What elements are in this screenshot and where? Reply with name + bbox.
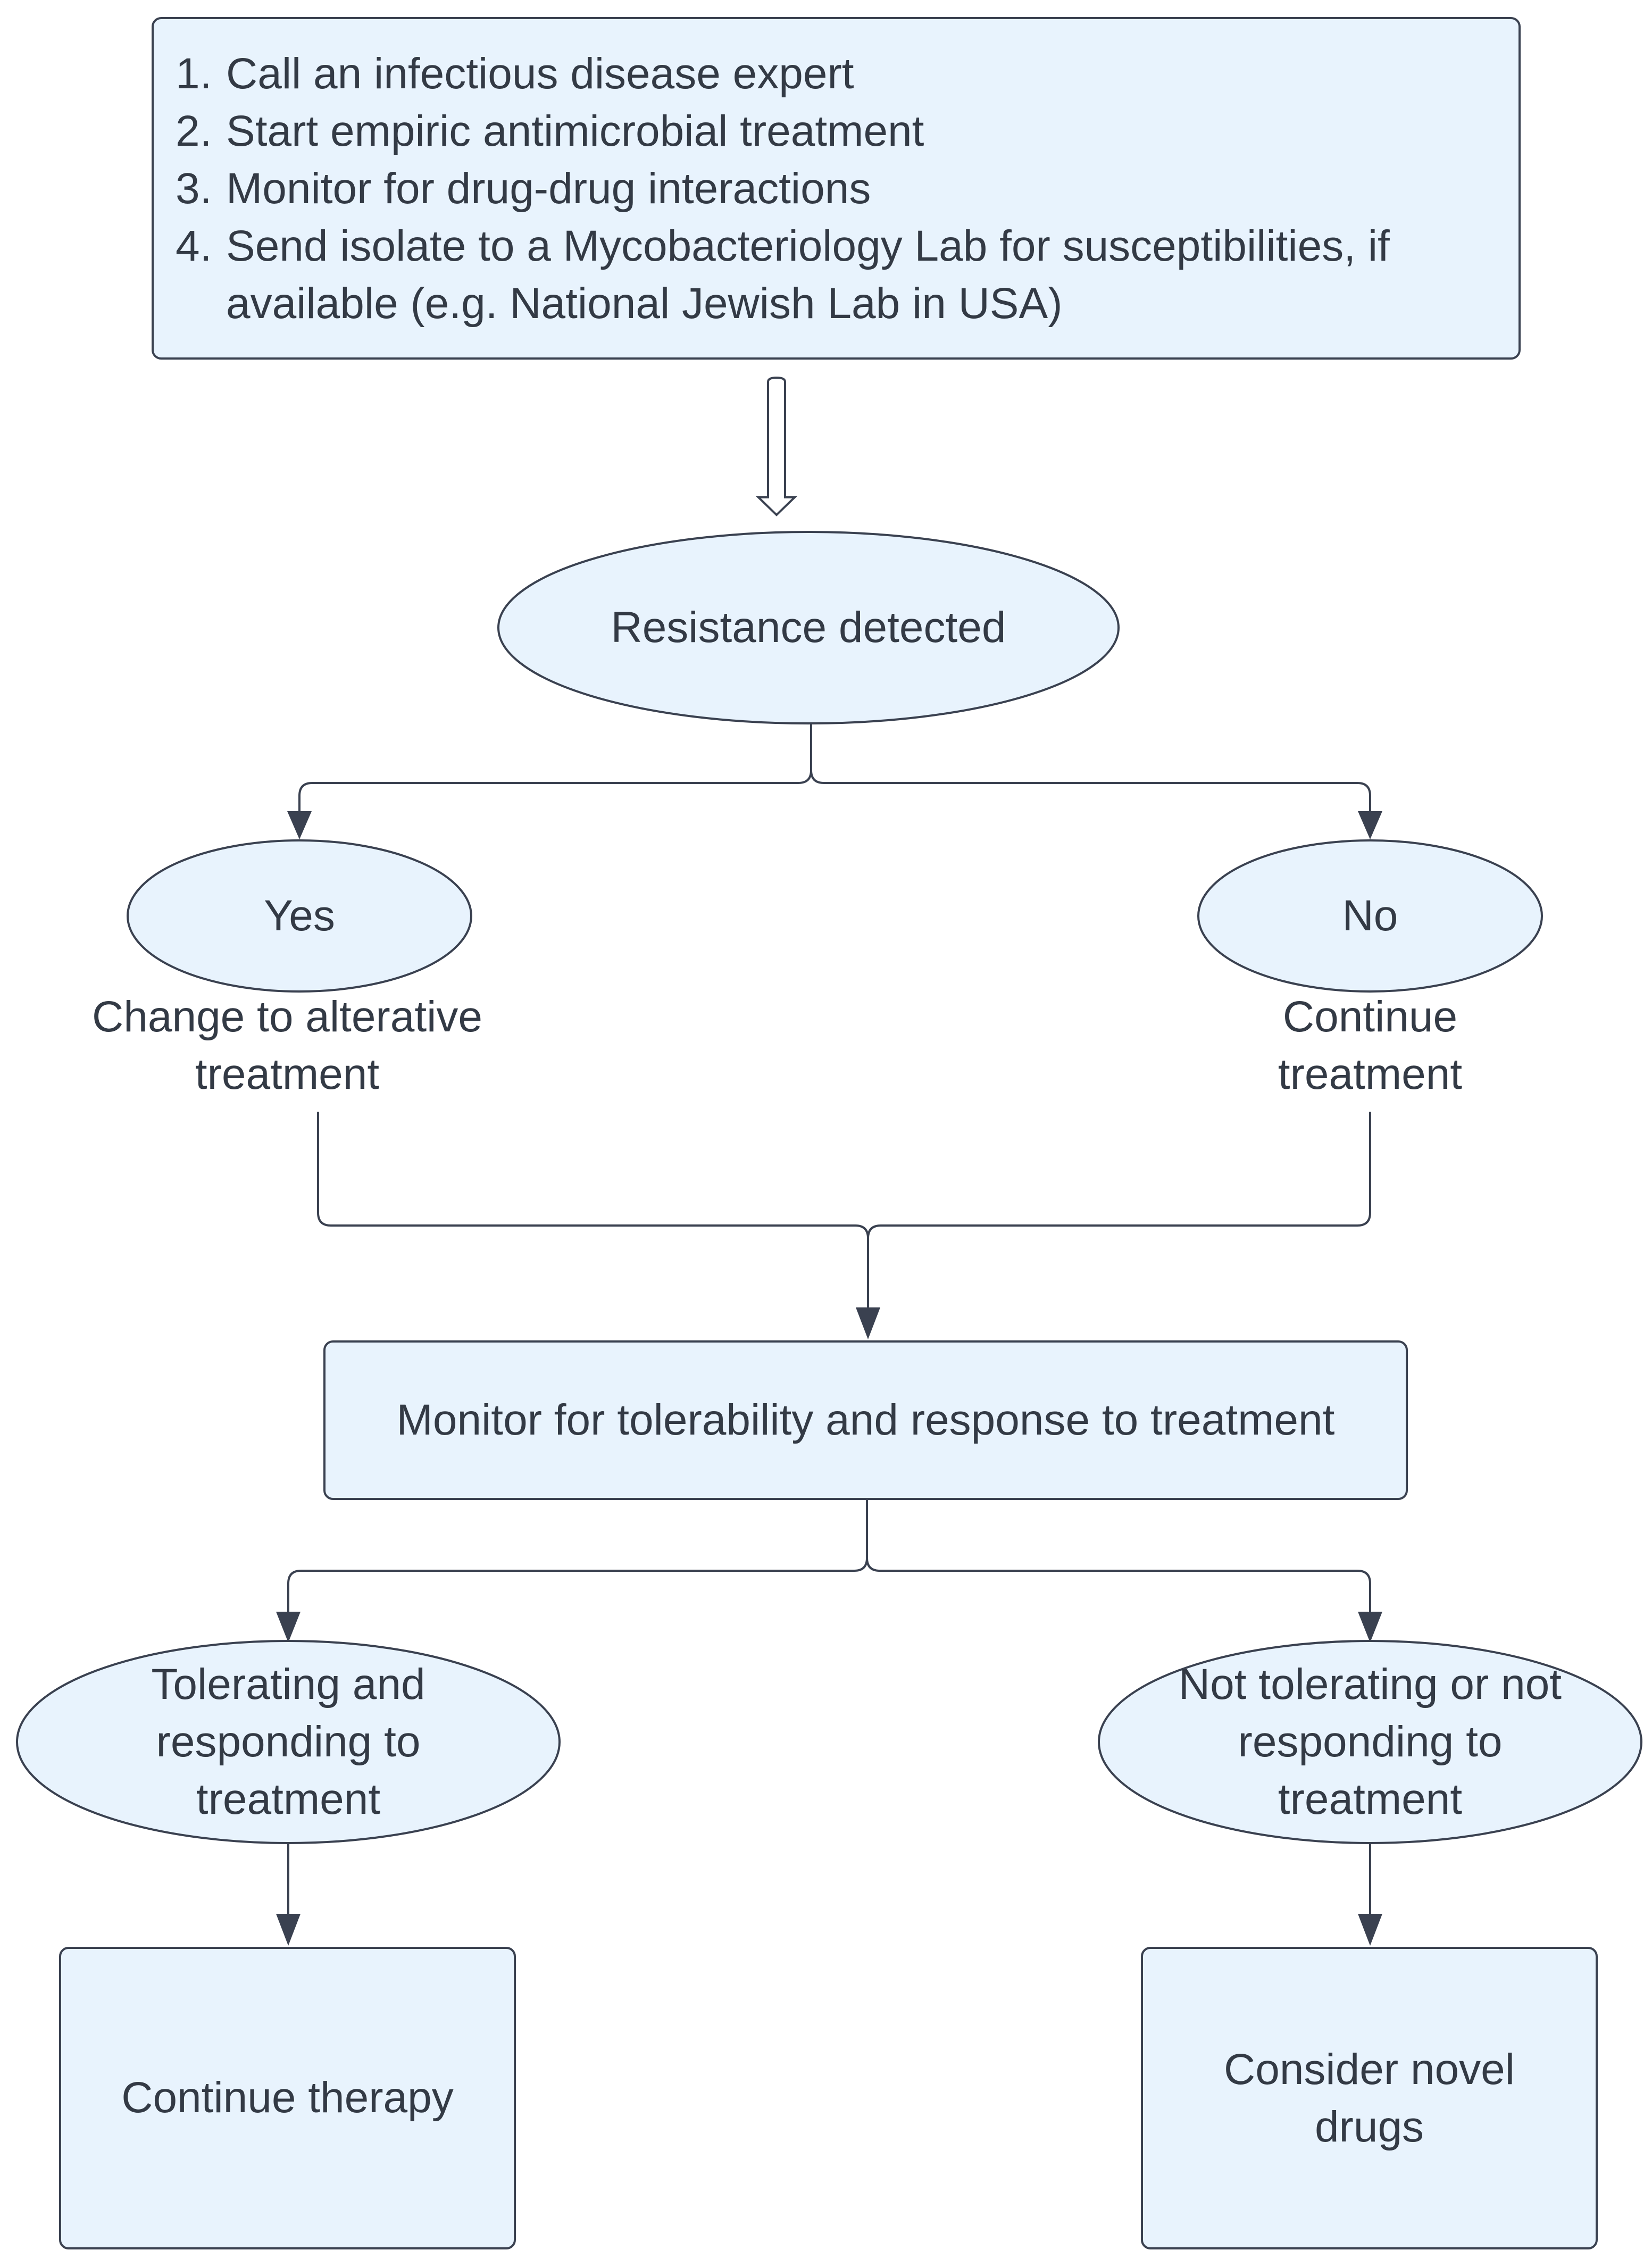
step-item: 2. Start empiric antimicrobial treatment [176, 103, 1479, 160]
arrowhead-to-continue-therapy [276, 1914, 301, 1946]
step-text: Monitor for drug-drug interactions [226, 164, 871, 213]
continue-therapy-label: Continue therapy [121, 2073, 454, 2122]
hollow-down-arrow [756, 376, 797, 516]
step-number: 3. [176, 164, 212, 213]
arrowhead-to-no [1358, 811, 1382, 839]
step-item: 4. Send isolate to a Mycobacteriology Lab… [176, 218, 1492, 332]
monitor-label: Monitor for tolerability and response to… [396, 1395, 1335, 1444]
connector-monitor-split [287, 1499, 1371, 1617]
novel-drugs-label: Consider novel drugs [1224, 2045, 1515, 2151]
step-text: Call an infectious disease expert [226, 49, 854, 98]
arrowhead-to-yes [287, 811, 312, 839]
arrowhead-to-novel-drugs [1358, 1914, 1382, 1946]
connector-merge [317, 1112, 1371, 1314]
step-number: 1. [176, 49, 212, 98]
no-action-text: Continue treatment [1278, 993, 1463, 1098]
step-text: Start empiric antimicrobial treatment [226, 107, 924, 155]
yes-action-text: Change to alterative treatment [92, 993, 482, 1098]
step-item: 1. Call an infectious disease expert [176, 45, 1479, 103]
no-node [1197, 839, 1543, 993]
not-tolerating-label: Not tolerating or not responding to trea… [1178, 1660, 1562, 1823]
yes-label: Yes [264, 891, 335, 940]
connector-resistance-split [298, 723, 1371, 814]
yes-node [127, 839, 472, 993]
steps-list: 1. Call an infectious disease expert 2. St… [176, 45, 1479, 332]
resistance-detected-label: Resistance detected [611, 603, 1006, 652]
step-text: Send isolate to a Mycobacteriology Lab f… [226, 222, 1390, 328]
arrowhead-to-tolerating [276, 1612, 301, 1643]
no-label: No [1342, 891, 1398, 940]
novel-drugs-box [1141, 1947, 1598, 2249]
steps-box [152, 17, 1521, 360]
arrowhead-to-monitor [856, 1307, 880, 1339]
step-item: 3. Monitor for drug-drug interactions [176, 160, 1479, 218]
resistance-detected-node [497, 531, 1120, 724]
arrowhead-to-not-tolerating [1358, 1612, 1382, 1643]
step-number: 2. [176, 107, 212, 155]
monitor-box [323, 1340, 1408, 1500]
tolerating-label: Tolerating and responding to treatment [151, 1660, 425, 1823]
continue-therapy-box [59, 1947, 516, 2249]
step-number: 4. [176, 222, 212, 270]
